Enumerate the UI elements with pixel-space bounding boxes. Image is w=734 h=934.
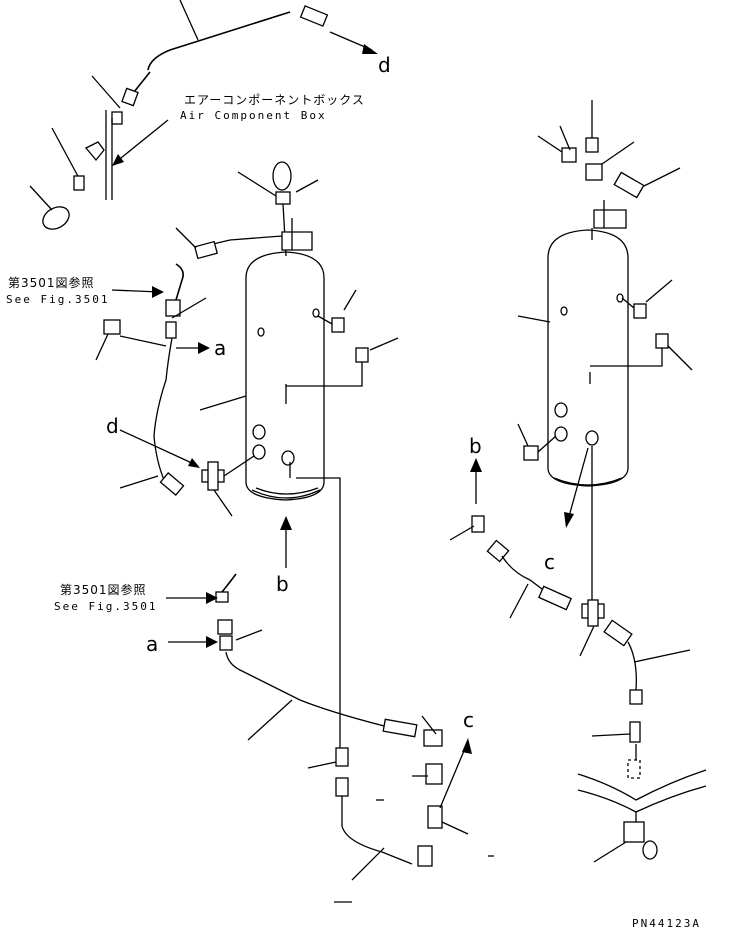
lower-center-fittings (307, 715, 494, 903)
fig-ref-upper-jp: 第3501図参照 (8, 276, 95, 290)
left-tank-lift-eye (175, 161, 319, 260)
fig-ref-lower-en: See Fig.3501 (54, 600, 158, 613)
part-number: PN44123A (632, 917, 701, 930)
fig-ref-lower-jp: 第3501図参照 (60, 583, 147, 597)
component-box-label-en: Air Component Box (180, 109, 327, 122)
label-b-left: b (276, 572, 289, 596)
right-tank-side-fittings (517, 279, 693, 461)
left-air-tank (245, 251, 325, 501)
component-box-label-jp: エアーコンポーネントボックス (184, 93, 365, 107)
right-tank-top-fittings (537, 100, 681, 240)
label-b-right: b (469, 434, 482, 458)
label-c-left: c (463, 708, 474, 732)
left-side-hose (95, 263, 210, 496)
lower-left-hose (166, 573, 418, 741)
right-air-tank (517, 229, 629, 487)
air-component-box-group (29, 0, 329, 230)
label-a-lower: a (146, 632, 159, 656)
fig-ref-upper-en: See Fig.3501 (6, 293, 110, 306)
label-c-right: c (544, 550, 555, 574)
right-drain-assembly (577, 689, 707, 863)
tee-fitting-d (119, 429, 255, 517)
left-tank-side-fittings (199, 289, 399, 750)
label-d-top: d (378, 53, 391, 77)
label-a-upper: a (214, 336, 227, 360)
arrow-to-d-top (329, 31, 378, 54)
right-lower-hose (449, 446, 691, 691)
label-d-left: d (106, 414, 119, 438)
arrow-up-b-left (280, 516, 292, 568)
